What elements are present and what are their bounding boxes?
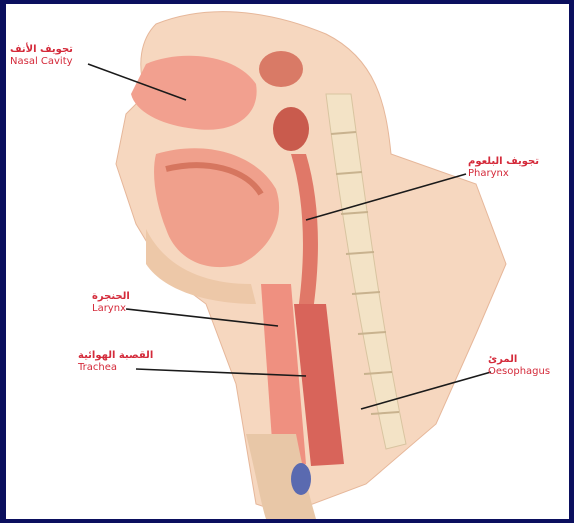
- label-trachea-ar: القصبة الهوائية: [78, 350, 153, 362]
- label-esophagus: المرئ Oesophagus: [488, 354, 550, 378]
- label-nasal-en: Nasal Cavity: [10, 56, 73, 68]
- label-esophagus-ar: المرئ: [488, 354, 550, 366]
- label-larynx: الحنجرة Larynx: [92, 291, 130, 315]
- sinus-lower-shape: [273, 107, 309, 151]
- label-nasal-cavity: تجويف الأنف Nasal Cavity: [10, 44, 73, 68]
- anatomy-diagram: تجويف الأنف Nasal Cavity تجويف البلعوم P…: [6, 4, 569, 519]
- label-pharynx-ar: تجويف البلعوم: [468, 156, 539, 168]
- label-larynx-ar: الحنجرة: [92, 291, 130, 303]
- vessel-shape: [291, 463, 311, 495]
- label-trachea: القصبة الهوائية Trachea: [78, 350, 153, 374]
- label-pharynx-en: Pharynx: [468, 168, 539, 180]
- head-neck-illustration: [6, 4, 569, 519]
- label-trachea-en: Trachea: [78, 362, 153, 374]
- label-esophagus-en: Oesophagus: [488, 366, 550, 378]
- label-larynx-en: Larynx: [92, 303, 130, 315]
- label-nasal-ar: تجويف الأنف: [10, 44, 73, 56]
- sinus-shape: [259, 51, 303, 87]
- label-pharynx: تجويف البلعوم Pharynx: [468, 156, 539, 180]
